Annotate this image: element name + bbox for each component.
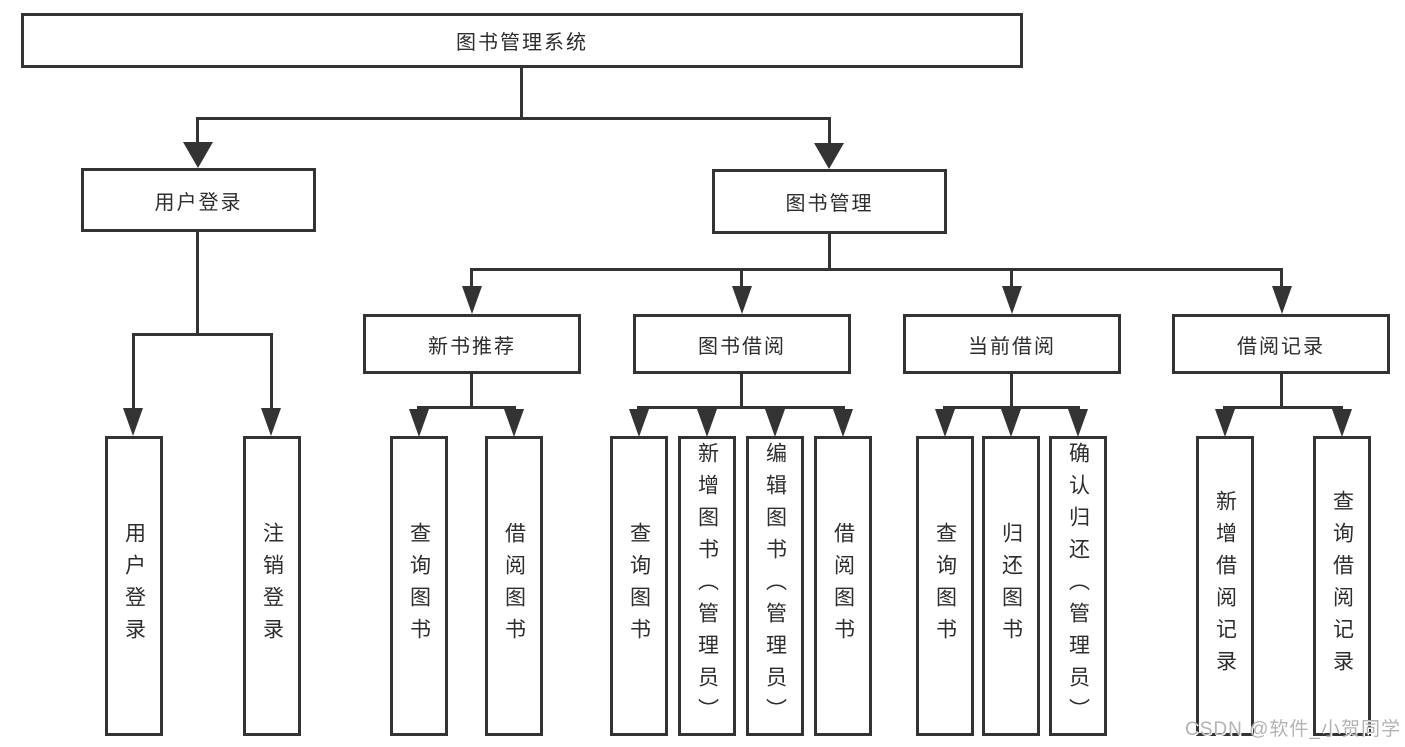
arrow-down-icon (123, 408, 143, 436)
leaf-user-login: 用户登录 (105, 436, 163, 736)
connector-line (132, 333, 273, 336)
connector-line (470, 268, 1283, 271)
arrow-down-icon (1068, 409, 1088, 437)
connector-line (196, 117, 199, 145)
leaf-query-books-current: 查询图书 (916, 436, 974, 736)
node-book-borrowing: 图书借阅 (633, 314, 851, 374)
connector-line (1280, 374, 1283, 409)
node-book-management: 图书管理 (712, 169, 947, 234)
watermark: CSDN @软件_小贺同学 (1185, 719, 1401, 740)
connector-line (828, 234, 831, 271)
arrow-down-icon (814, 143, 844, 169)
arrow-down-icon (1001, 409, 1021, 437)
arrow-down-icon (1215, 409, 1235, 437)
leaf-logout-login: 注销登录 (243, 436, 301, 736)
connector-line (470, 374, 473, 409)
leaf-query-books-recommend: 查询图书 (390, 436, 448, 736)
connector-line (196, 232, 199, 336)
node-root: 图书管理系统 (21, 13, 1023, 68)
arrow-down-icon (409, 409, 429, 437)
connector-line (270, 333, 273, 410)
leaf-confirm-return-admin: 确认归还（管理员） (1049, 436, 1107, 736)
leaf-query-books-borrowing: 查询图书 (610, 436, 668, 736)
arrow-down-icon (765, 409, 785, 437)
connector-line (1223, 406, 1343, 409)
connector-line (740, 268, 743, 288)
arrow-down-icon (697, 409, 717, 437)
arrow-down-icon (629, 409, 649, 437)
node-borrowing-records: 借阅记录 (1172, 314, 1390, 374)
connector-line (417, 406, 516, 409)
arrow-down-icon (504, 409, 524, 437)
arrow-down-icon (261, 408, 281, 436)
arrow-down-icon (935, 409, 955, 437)
connector-line (943, 406, 1080, 409)
connector-line (1280, 268, 1283, 288)
connector-line (740, 374, 743, 409)
leaf-return-books: 归还图书 (982, 436, 1040, 736)
connector-line (637, 406, 845, 409)
connector-line (520, 68, 523, 120)
leaf-borrow-books-recommend: 借阅图书 (485, 436, 543, 736)
leaf-query-borrow-record: 查询借阅记录 (1313, 436, 1371, 736)
leaf-add-borrow-record: 新增借阅记录 (1196, 436, 1254, 736)
leaf-edit-book-admin: 编辑图书（管理员） (746, 436, 804, 736)
arrow-down-icon (183, 142, 213, 168)
node-user-login: 用户登录 (81, 168, 316, 232)
connector-line (828, 117, 831, 145)
connector-line (196, 117, 831, 120)
node-current-borrowing: 当前借阅 (903, 314, 1121, 374)
arrow-down-icon (462, 286, 482, 314)
arrow-down-icon (732, 286, 752, 314)
connector-line (1010, 374, 1013, 409)
connector-line (1010, 268, 1013, 288)
arrow-down-icon (1332, 409, 1352, 437)
arrow-down-icon (1272, 286, 1292, 314)
leaf-borrow-books-borrowing: 借阅图书 (814, 436, 872, 736)
connector-line (470, 268, 473, 288)
connector-line (132, 333, 135, 410)
leaf-add-book-admin: 新增图书（管理员） (678, 436, 736, 736)
arrow-down-icon (1002, 286, 1022, 314)
arrow-down-icon (833, 409, 853, 437)
node-new-book-recommend: 新书推荐 (363, 314, 581, 374)
